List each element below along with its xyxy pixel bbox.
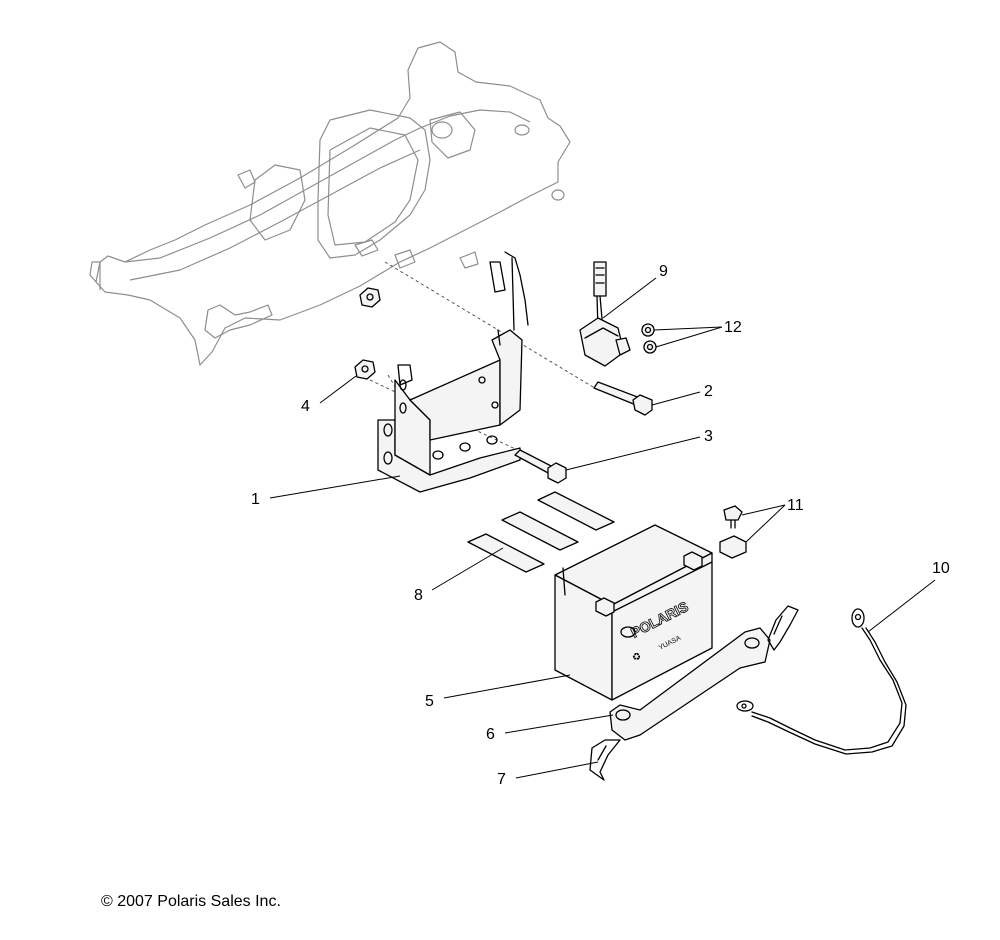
battery-part-5: POLARIS YUASA ♻ (554, 524, 713, 701)
leader-10 (867, 579, 936, 633)
relay-part-9 (579, 261, 631, 367)
leader-4 (319, 375, 357, 404)
battery-bracket-part-1 (377, 251, 529, 493)
bolt-part-2 (593, 381, 653, 416)
bolt-part-3 (514, 449, 567, 484)
hold-down-strap-part-6 (609, 627, 771, 741)
frame-nut (359, 287, 381, 308)
leader-lines (269, 277, 936, 779)
copyright-notice: © 2007 Polaris Sales Inc. (101, 893, 281, 910)
callout-labels: 1 2 3 4 5 6 7 8 9 10 11 12 (251, 263, 950, 788)
callout-6: 6 (486, 726, 495, 743)
battery-recycle-mark: ♻ (632, 652, 641, 663)
leader-11b (745, 504, 786, 543)
clip-upper (767, 605, 799, 651)
callout-4: 4 (301, 398, 310, 415)
leader-12a (653, 326, 723, 331)
terminal-hardware-part-11 (719, 505, 747, 559)
leader-8 (431, 547, 504, 591)
callout-12: 12 (724, 319, 742, 336)
cable-part-10 (736, 608, 907, 755)
callout-7: 7 (497, 771, 506, 788)
callout-1: 1 (251, 491, 260, 508)
leader-12b (655, 326, 723, 348)
callout-2: 2 (704, 383, 713, 400)
callout-11: 11 (787, 497, 804, 514)
nut-part-4 (354, 359, 376, 380)
callout-10: 10 (932, 560, 950, 577)
washers-part-12 (641, 323, 657, 354)
callout-5: 5 (425, 693, 434, 710)
clip-part-7 (589, 739, 621, 781)
leader-11a (741, 504, 786, 516)
callout-8: 8 (414, 587, 423, 604)
leader-7 (515, 761, 599, 779)
leader-6 (504, 714, 614, 734)
leader-3 (565, 436, 701, 471)
callout-9: 9 (659, 263, 668, 280)
leader-5 (443, 674, 571, 699)
frame-assembly (89, 41, 571, 366)
callout-3: 3 (704, 428, 713, 445)
pads-part-8 (467, 491, 615, 573)
leader-9 (602, 277, 657, 319)
leader-2 (651, 391, 701, 406)
leader-1 (269, 475, 401, 499)
